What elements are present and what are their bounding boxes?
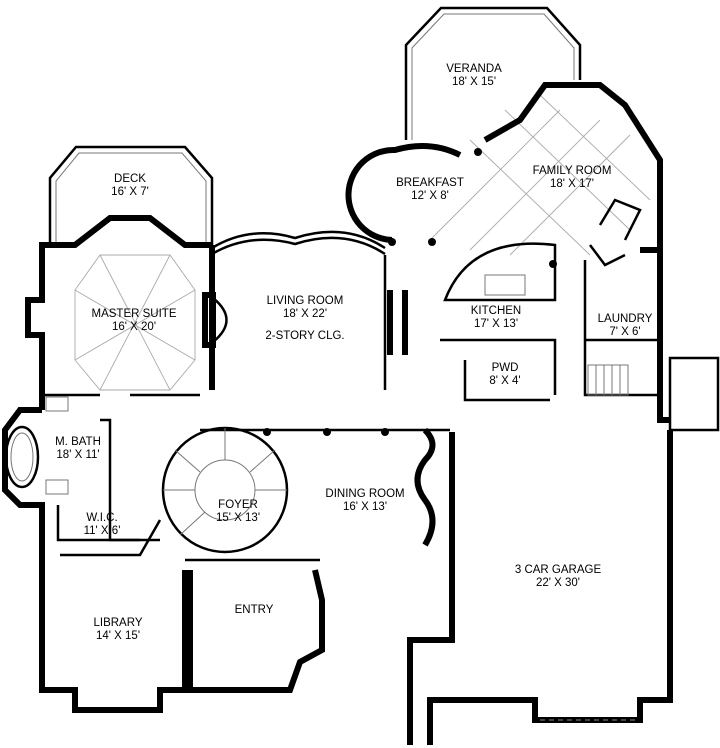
veranda-name: VERANDA — [446, 63, 502, 75]
pwd-label: PWD 8' X 4' — [489, 362, 520, 388]
entry-name: ENTRY — [234, 604, 274, 616]
bathtub — [4, 425, 40, 489]
columns — [263, 148, 557, 436]
pwd-size: 8' X 4' — [489, 375, 521, 387]
living-room-label: LIVING ROOM 18' X 22' 2-STORY CLG. — [265, 295, 344, 343]
spiral-staircase — [161, 426, 289, 554]
breakfast-name: BREAKFAST — [396, 177, 464, 189]
library-size: 14' X 15' — [95, 630, 141, 642]
laundry-size: 7' X 6' — [609, 326, 641, 338]
wic-label: W.I.C. 11' X 6' — [84, 512, 121, 538]
master-suite-size: 16' X 20' — [111, 321, 157, 333]
wic-size: 11' X 6' — [83, 525, 121, 537]
wic-name: W.I.C. — [86, 512, 118, 524]
kitchen-name: KITCHEN — [470, 305, 522, 317]
living-room-note: 2-STORY CLG. — [265, 330, 345, 342]
family-room-name: FAMILY ROOM — [532, 165, 612, 177]
living-room-size: 18' X 22' — [282, 308, 328, 320]
living-room-name: LIVING ROOM — [266, 295, 344, 307]
side-porch — [668, 356, 720, 432]
garage-size: 22' X 30' — [535, 577, 581, 589]
laundry-name: LAUNDRY — [597, 313, 653, 325]
master-suite-label: MASTER SUITE 16' X 20' — [92, 308, 177, 334]
cooktop — [484, 274, 526, 296]
family-room-size: 18' X 17' — [549, 178, 595, 190]
master-suite-ceiling-pattern — [74, 254, 196, 391]
garage-name: 3 CAR GARAGE — [514, 564, 602, 576]
master-suite-name: MASTER SUITE — [91, 308, 177, 320]
deck-outline — [48, 145, 214, 245]
fireplace — [589, 198, 642, 267]
deck-name: DECK — [114, 173, 146, 185]
family-room-label: FAMILY ROOM 18' X 17' — [533, 165, 612, 191]
entry-label: ENTRY — [235, 604, 274, 617]
service-stair — [587, 364, 629, 396]
m-bath-size: 18' X 11' — [56, 449, 100, 461]
sink — [45, 396, 69, 412]
foyer-size: 15' X 13' — [215, 512, 261, 524]
kitchen-size: 17' X 13' — [473, 318, 519, 330]
kitchen-island — [443, 242, 557, 302]
sink-2 — [45, 479, 69, 495]
breakfast-size: 12' X 8' — [411, 190, 449, 202]
library-label: LIBRARY 14' X 15' — [93, 617, 142, 643]
master-fireplace — [202, 292, 216, 348]
pwd-name: PWD — [491, 362, 519, 374]
dining-room-size: 16' X 13' — [342, 501, 388, 513]
library-name: LIBRARY — [93, 617, 143, 629]
garage-label: 3 CAR GARAGE 22' X 30' — [515, 564, 601, 590]
kitchen-label: KITCHEN 17' X 13' — [471, 305, 521, 331]
veranda-size: 18' X 15' — [451, 76, 497, 88]
veranda-outline — [404, 6, 582, 140]
dining-room-name: DINING ROOM — [325, 488, 405, 500]
veranda-label: VERANDA 18' X 15' — [446, 63, 502, 89]
m-bath-label: M. BATH 18' X 11' — [55, 436, 101, 462]
m-bath-name: M. BATH — [55, 436, 101, 448]
deck-label: DECK 16' X 7' — [111, 173, 149, 199]
foyer-name: FOYER — [218, 499, 258, 511]
dining-room-label: DINING ROOM 16' X 13' — [325, 488, 404, 514]
deck-size: 16' X 7' — [111, 186, 149, 198]
laundry-label: LAUNDRY 7' X 6' — [598, 313, 653, 339]
master-fireplace-hearth — [212, 297, 228, 343]
breakfast-label: BREAKFAST 12' X 8' — [396, 177, 464, 203]
foyer-label: FOYER 15' X 13' — [216, 499, 260, 525]
